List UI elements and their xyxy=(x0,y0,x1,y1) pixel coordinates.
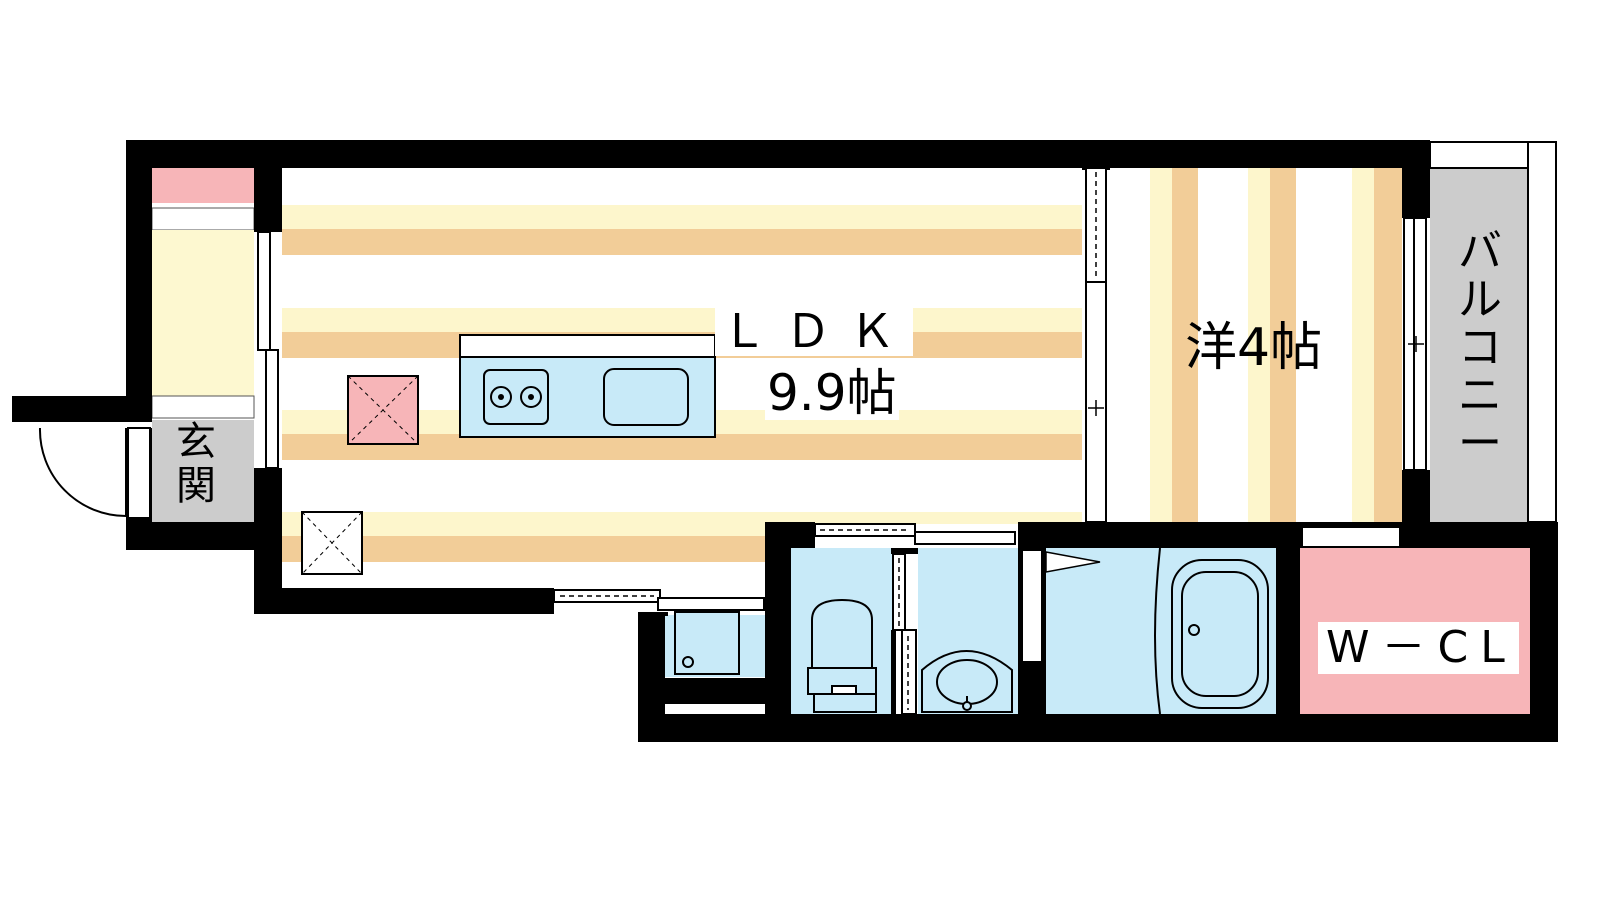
entrance-label-char: 玄 xyxy=(176,419,216,465)
balcony-label-char: コ xyxy=(1458,322,1502,373)
shoe-box xyxy=(152,168,254,203)
fridge-space-icon xyxy=(347,375,419,445)
balcony-area xyxy=(1430,168,1528,523)
washer-pan-icon xyxy=(674,611,740,675)
balcony-label-char: ー xyxy=(1458,418,1502,469)
ldk-size-label: 9.9帖 xyxy=(765,364,899,422)
kitchen-counter xyxy=(459,334,716,438)
entrance-label: 玄 関 xyxy=(172,420,220,508)
storage-icon xyxy=(301,511,363,575)
toilet-icon xyxy=(807,598,877,713)
balcony-label-char: ニ xyxy=(1458,370,1502,421)
entrance-label-char: 関 xyxy=(176,463,216,509)
bedroom-label: 洋4帖 xyxy=(1185,318,1323,378)
bedroom-floor xyxy=(1150,168,1402,523)
wash-basin-icon xyxy=(921,650,1013,713)
ldk-label: ＬＤＫ xyxy=(715,306,913,356)
closet-label: W－CL xyxy=(1318,622,1519,674)
stove-icon xyxy=(483,369,549,425)
walls xyxy=(12,140,1558,742)
bathtub-icon xyxy=(1154,547,1269,715)
balcony-label-char: ル xyxy=(1458,274,1502,325)
entrance-hall-floor xyxy=(152,230,254,396)
balcony-label-char: バ xyxy=(1458,226,1502,277)
entrance-floor xyxy=(152,420,254,522)
sink-icon xyxy=(603,368,689,426)
balcony-label: バ ル コ ニ ー xyxy=(1455,228,1505,468)
